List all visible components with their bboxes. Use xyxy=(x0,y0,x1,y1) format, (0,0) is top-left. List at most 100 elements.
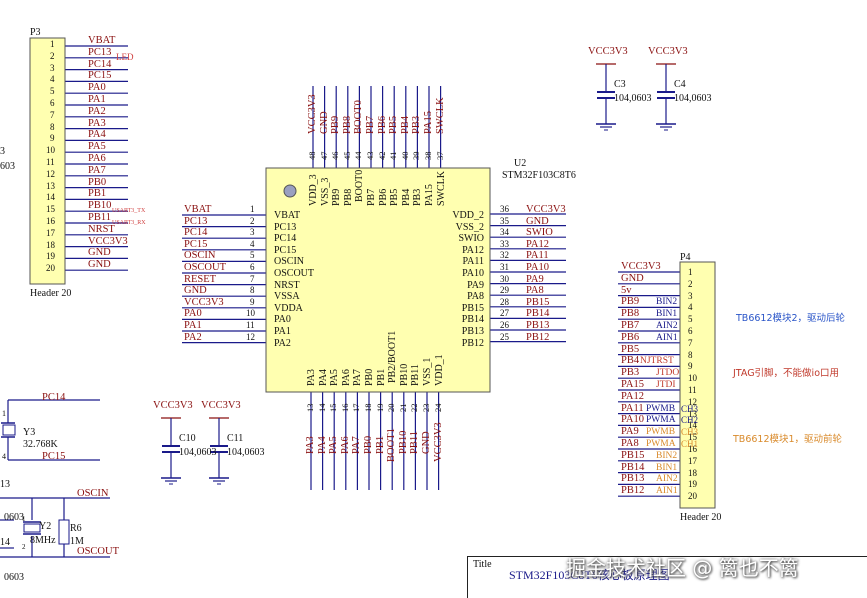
u2-bottom-pin-number: 23 xyxy=(421,403,431,413)
p3-net-label: PA2 xyxy=(88,105,106,117)
u2-left-net: OSCOUT xyxy=(184,262,227,273)
title-label: Title xyxy=(473,559,492,570)
p4-net-label: PB13 xyxy=(621,473,645,485)
u2-left-pin-number: 5 xyxy=(250,250,255,261)
y2-left-b: 14 xyxy=(0,537,10,548)
p4-func-label: NJTRST xyxy=(640,356,674,367)
p4-pin-number: 18 xyxy=(688,467,697,478)
u2-left-pin-number: 11 xyxy=(246,320,255,330)
y2-crystal-body xyxy=(23,523,41,533)
p4-func-label: AIN1 xyxy=(656,486,678,497)
p4-net-label: PB8 xyxy=(621,308,640,320)
p3-pin-number: 8 xyxy=(50,121,55,132)
u2-right-net: VCC3V3 xyxy=(526,204,566,215)
u2-bottom-net: PB10 xyxy=(397,430,409,454)
left-edge-a: 3 xyxy=(0,146,5,157)
u2-top-net: PB4 xyxy=(399,115,411,134)
p3-net-label: PA0 xyxy=(88,82,106,94)
u2-left-pin-name: PC14 xyxy=(274,233,297,245)
y2-pin2: 2 xyxy=(22,543,26,551)
p4-ch-tag: CH3 xyxy=(681,403,699,414)
u2-right-pin-name: PB13 xyxy=(461,326,484,337)
p3-pin-number: 14 xyxy=(46,192,55,203)
p4-net-label: PB15 xyxy=(621,449,645,461)
u2-bottom-pin-number: 13 xyxy=(305,403,315,413)
u2-top-pin-name: SWCLK xyxy=(435,171,447,206)
p3-net-label: PA3 xyxy=(88,117,106,129)
y3-pin2: 4 xyxy=(2,452,6,461)
u2-right-pin-name: PA9 xyxy=(467,279,484,291)
p4-func-label: JTDO xyxy=(656,368,680,379)
u2-right-pin-number: 30 xyxy=(500,273,509,284)
p3-pin-number: 15 xyxy=(46,204,55,215)
u2-top-pin-number: 47 xyxy=(318,151,329,161)
u2-top-pin-number: 43 xyxy=(365,151,375,161)
u2-top-pin-name: PB7 xyxy=(366,188,377,206)
p3-pin-number: 20 xyxy=(46,263,55,274)
u2-left-pin-number: 7 xyxy=(250,273,255,284)
p4-pin-number: 10 xyxy=(688,373,697,384)
u2-bottom-pin-number: 22 xyxy=(409,403,420,413)
p4-net-label: 5v xyxy=(621,284,632,296)
u2-top-pin-number: 40 xyxy=(399,151,410,161)
p4-ch-tag: CH3 xyxy=(681,427,699,438)
y3-net-top: PC14 xyxy=(42,392,66,403)
y3-crystal-body xyxy=(2,424,16,436)
u2-top-pin-name: PB6 xyxy=(377,188,389,206)
p4-func-label: AIN2 xyxy=(656,474,678,485)
u2-bottom-pin-number: 14 xyxy=(316,403,327,413)
p4-pin-number: 11 xyxy=(688,385,697,395)
u2-right-net: PA11 xyxy=(526,250,549,262)
p3-net-label: PC14 xyxy=(88,58,112,70)
u2-left-net: OSCIN xyxy=(184,250,216,262)
u2-bottom-pin-number: 20 xyxy=(386,403,397,413)
u2-left-pin-number: 6 xyxy=(250,262,255,272)
u2-top-net: VCC3V3 xyxy=(307,94,318,134)
cap-rail-label: VCC3V3 xyxy=(153,400,193,411)
u2-left-pin-name: PC13 xyxy=(274,221,297,233)
u2-right-pin-number: 27 xyxy=(500,308,509,319)
u2-left-pin-number: 10 xyxy=(246,308,255,319)
u2-right-pin-number: 36 xyxy=(500,204,509,214)
p3-pin-number: 5 xyxy=(50,86,55,97)
p3-pin-number: 17 xyxy=(46,227,55,238)
p3-pin-number: 4 xyxy=(50,74,55,85)
watermark: 掘金技术社区 @ 篱也不篱 xyxy=(566,556,799,580)
cap-ref: C3 xyxy=(614,79,626,90)
p3-uart-tx: USART3_TX xyxy=(112,208,146,214)
p3-footer: Header 20 xyxy=(30,288,72,299)
u2-top-net: PB5 xyxy=(388,115,400,134)
u2-bottom-pin-number: 24 xyxy=(432,403,443,413)
p4-designator: P4 xyxy=(680,252,691,263)
u2-bottom-pin-name: PA4 xyxy=(317,369,329,386)
p4-func-label: AIN1 xyxy=(656,332,678,343)
u2-bottom-pin-number: 16 xyxy=(339,403,350,413)
u2-right-net: PB12 xyxy=(526,331,550,343)
p3-pin-number: 1 xyxy=(50,39,55,49)
u2-right-net: GND xyxy=(526,215,549,227)
u2-left-pin-number: 1 xyxy=(250,204,255,214)
u2-left-pin-name: VBAT xyxy=(274,210,301,221)
u2-top-net: PB8 xyxy=(341,115,353,134)
u2-left-pin-name: PA1 xyxy=(274,326,291,337)
p4-pin-number: 6 xyxy=(688,326,693,336)
u2-top-net: PB6 xyxy=(376,115,388,134)
u2-right-net: PA10 xyxy=(526,262,549,273)
u2-top-net: PB7 xyxy=(365,115,376,134)
u2-top-net: GND xyxy=(318,111,330,134)
p4-pin-number: 13 xyxy=(688,408,697,419)
u2-right-pin-name: VSS_2 xyxy=(455,221,484,233)
p4-pin-number: 9 xyxy=(688,361,693,372)
u2-left-pin-name: PC15 xyxy=(274,244,297,256)
p4-net-label: PA10 xyxy=(621,414,644,426)
u2-left-net: PC14 xyxy=(184,227,208,239)
p3-pin-number: 6 xyxy=(50,98,55,108)
u2-bottom-pin-name: PB0 xyxy=(364,368,375,386)
u2-right-pin-name: PB15 xyxy=(461,302,484,314)
u2-body xyxy=(265,167,491,393)
u2-right-pin-number: 34 xyxy=(500,227,509,238)
y3-net-bottom: PC15 xyxy=(42,451,66,462)
u2-right-pin-number: 26 xyxy=(500,320,509,330)
cap-value: 104,0603 xyxy=(227,447,265,458)
u2-left-pin-name: OSCOUT xyxy=(274,268,315,279)
